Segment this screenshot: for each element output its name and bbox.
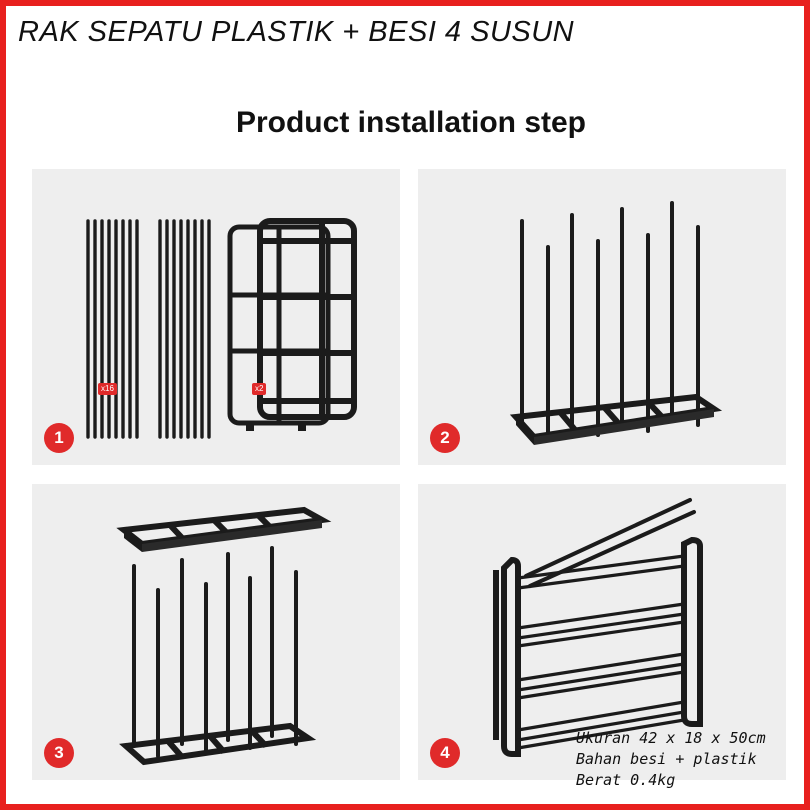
step-panel-1: x16 x2 1 [32, 169, 400, 465]
step-2-poles-in-base-illustration [509, 201, 723, 445]
spec-size: Ukuran 42 x 18 x 50cm [576, 729, 766, 747]
frame-quantity-tag: x2 [252, 383, 267, 395]
step-number-badge-4: 4 [430, 738, 460, 768]
step-number-badge-2: 2 [430, 423, 460, 453]
step-3-top-frame-illustration [116, 506, 332, 766]
step-panel-4: 4 [418, 484, 786, 780]
step-panel-3: 3 [32, 484, 400, 780]
spec-material: Bahan besi + plastik [576, 750, 757, 768]
installation-heading: Product installation step [235, 106, 587, 139]
step-4-assembled-rack-illustration [493, 498, 703, 757]
spec-weight: Berat 0.4kg [576, 771, 676, 789]
rod-quantity-tag: x16 [98, 383, 117, 395]
product-title: RAK SEPATU PLASTIK + BESI 4 SUSUN [18, 16, 575, 48]
step-number-badge-3: 3 [44, 738, 74, 768]
step-1-parts-illustration [86, 218, 357, 439]
step-panel-2: 2 [418, 169, 786, 465]
step-number-badge-1: 1 [44, 423, 74, 453]
product-specs: Ukuran 42 x 18 x 50cm Bahan besi + plast… [576, 728, 766, 791]
